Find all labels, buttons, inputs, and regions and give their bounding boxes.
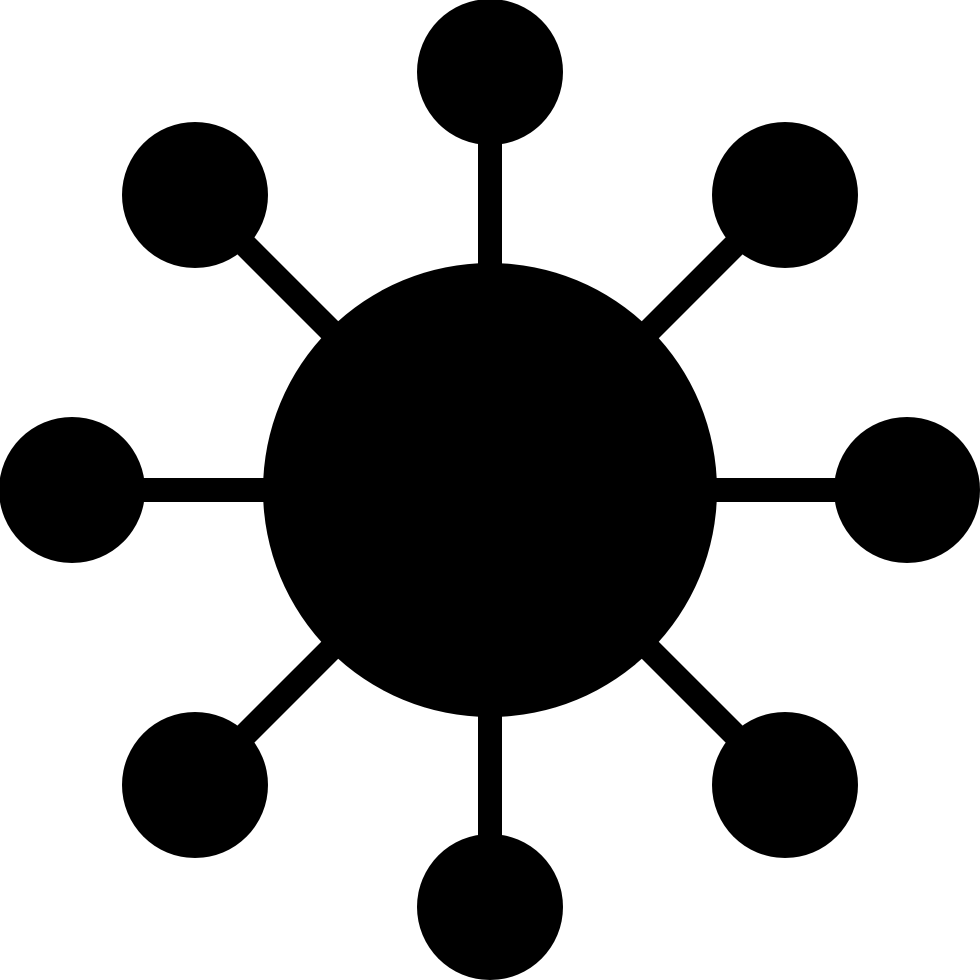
satellite-node-left bbox=[0, 417, 145, 563]
satellite-node-top bbox=[417, 0, 563, 145]
center-hub-node bbox=[263, 263, 717, 717]
satellite-node-right bbox=[834, 417, 980, 563]
satellite-node-top-right bbox=[712, 122, 858, 268]
satellite-node-bottom bbox=[417, 834, 563, 980]
satellite-node-top-left bbox=[122, 122, 268, 268]
satellite-node-bottom-left bbox=[122, 712, 268, 858]
satellite-node-bottom-right bbox=[712, 712, 858, 858]
